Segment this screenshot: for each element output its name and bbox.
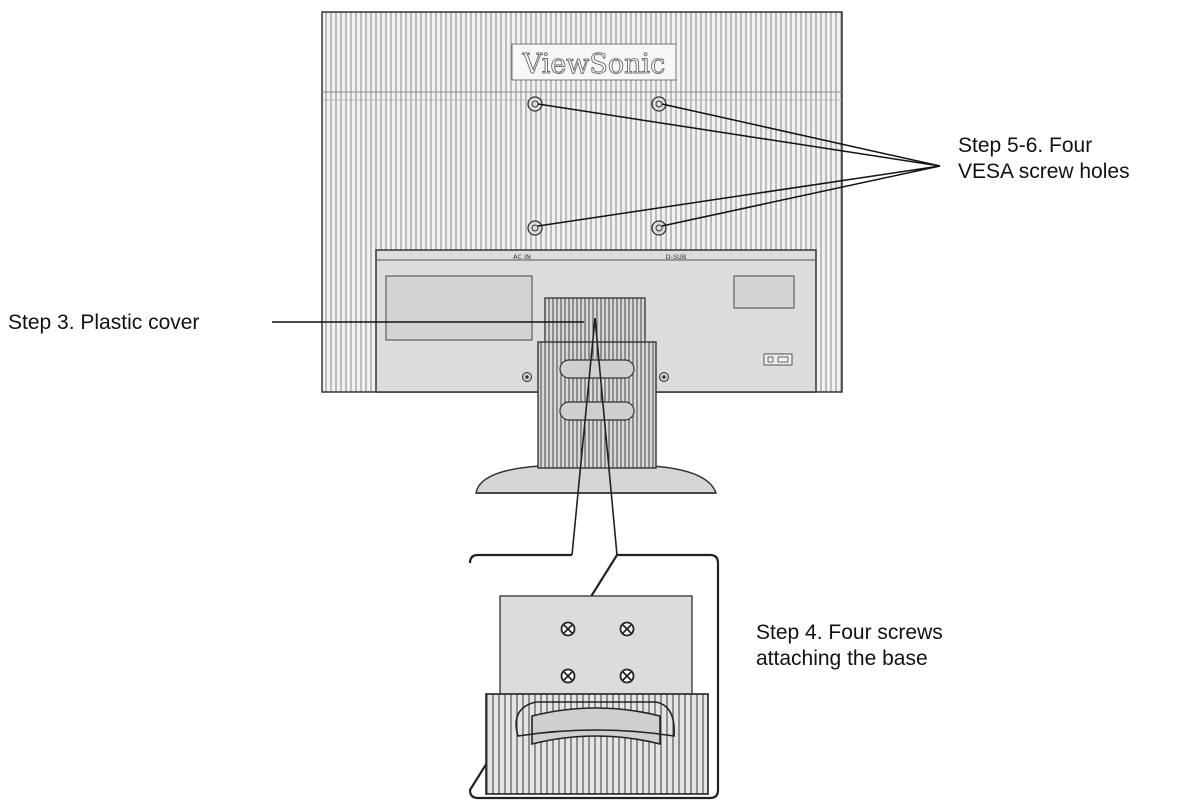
monitor-stand bbox=[475, 341, 717, 494]
callout-line: Step 4. Four screws bbox=[756, 621, 943, 644]
callout-line: attaching the base bbox=[756, 647, 928, 670]
screw-hole-icon bbox=[651, 96, 667, 112]
leader-line bbox=[661, 103, 941, 167]
inset-handle-outline bbox=[515, 701, 675, 737]
callout-line: VESA screw holes bbox=[958, 160, 1130, 183]
screw-hole-icon bbox=[527, 220, 543, 236]
port-label-d-sub: D-SUB bbox=[666, 253, 687, 261]
monitor-back: ViewSonic AC IN D-SUB bbox=[321, 11, 843, 393]
inset-handle bbox=[531, 707, 661, 746]
screw-hole-icon bbox=[522, 372, 532, 382]
kensington-lock-icon bbox=[763, 353, 793, 366]
zoom-connector bbox=[571, 317, 618, 556]
plastic-cover-callout: Step 3. Plastic cover bbox=[8, 310, 199, 336]
screw-hole-icon bbox=[651, 220, 667, 236]
screw-hole-icon bbox=[659, 372, 669, 382]
ac-in-recess bbox=[385, 275, 533, 341]
detail-inset bbox=[468, 553, 720, 800]
stand-base bbox=[475, 465, 717, 494]
base-screws-callout: Step 4. Four screws attaching the base bbox=[756, 620, 943, 672]
screw-icon bbox=[619, 668, 635, 684]
callout-line: Step 5-6. Four bbox=[958, 134, 1093, 157]
screw-icon bbox=[619, 621, 635, 637]
leader-line bbox=[661, 165, 941, 227]
logo-plate bbox=[511, 43, 677, 81]
leader-line bbox=[537, 103, 941, 167]
stand-handle-slot bbox=[559, 359, 635, 379]
leader-lines bbox=[272, 103, 941, 323]
screw-icon bbox=[560, 668, 576, 684]
callout-line: Step 3. Plastic cover bbox=[8, 311, 200, 334]
inset-neck-plate bbox=[499, 595, 693, 699]
d-sub-recess bbox=[733, 275, 795, 309]
vesa-screw-holes-callout: Step 5-6. Four VESA screw holes bbox=[958, 133, 1130, 185]
port-label-ac-in: AC IN bbox=[513, 253, 531, 261]
brand-logo: ViewSonic bbox=[522, 49, 666, 80]
leader-line bbox=[537, 165, 941, 227]
screw-icon bbox=[560, 621, 576, 637]
stand-handle-slot bbox=[559, 401, 635, 421]
